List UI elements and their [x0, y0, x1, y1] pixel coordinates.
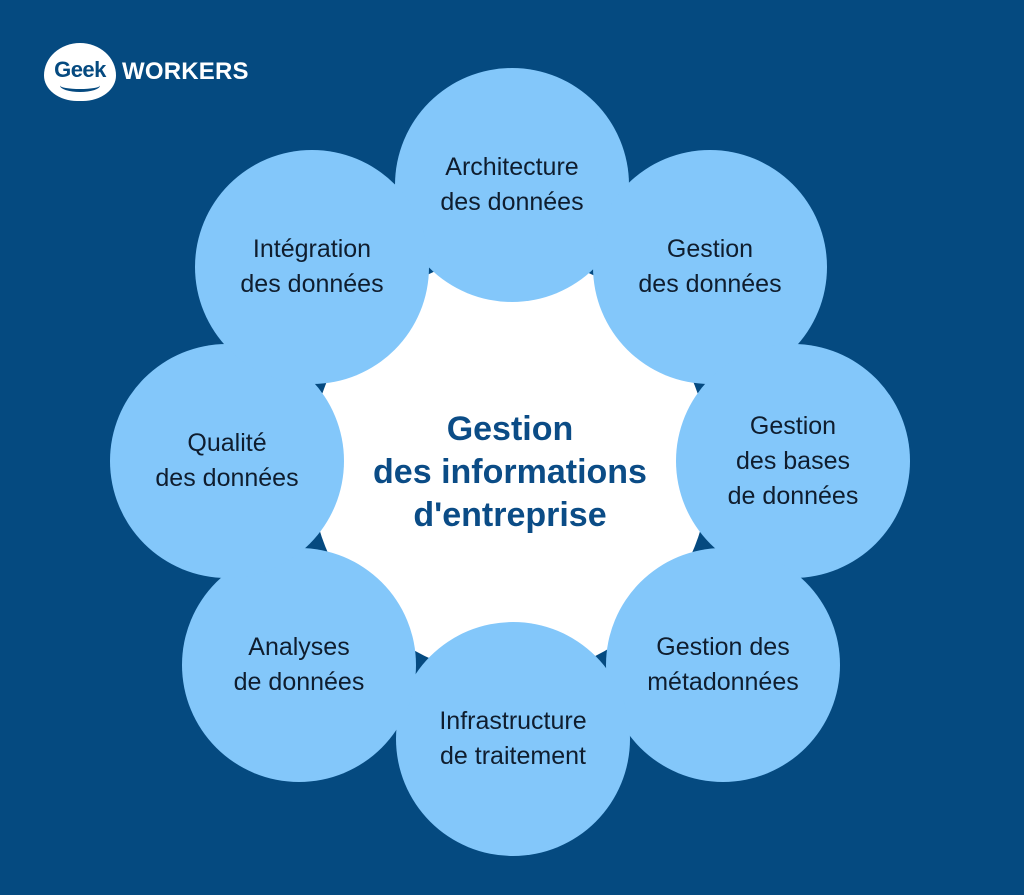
logo-badge-text: Geek [54, 57, 106, 82]
petal-integration: Intégration des données [195, 150, 429, 384]
logo-wordmark: WORKERS [122, 58, 249, 85]
center-title: Gestion des informations d'entreprise [373, 410, 647, 534]
petal-label-architecture: Architecture des données [440, 153, 584, 216]
petal-label-metadonnees: Gestion des métadonnées [647, 633, 799, 696]
petal-label-bases-de-donnees: Gestion des bases de données [727, 411, 859, 510]
petal-analyses: Analyses de données [182, 548, 416, 782]
petal-label-analyses: Analyses de données [233, 633, 365, 696]
petal-bases-de-donnees: Gestion des bases de données [676, 344, 910, 578]
petal-gestion-donnees: Gestion des données [593, 150, 827, 384]
petal-label-infrastructure: Infrastructure de traitement [439, 707, 587, 770]
petal-label-qualite: Qualité des données [155, 429, 299, 492]
petal-label-gestion-donnees: Gestion des données [638, 235, 782, 298]
petal-architecture: Architecture des données [395, 68, 629, 302]
logo-badge: Geek [44, 43, 116, 101]
petal-label-integration: Intégration des données [240, 235, 384, 298]
geek-workers-logo: Geek WORKERS [44, 40, 249, 104]
logo-smile-icon [60, 79, 100, 92]
petal-metadonnees: Gestion des métadonnées [606, 548, 840, 782]
petal-infrastructure: Infrastructure de traitement [396, 622, 630, 856]
